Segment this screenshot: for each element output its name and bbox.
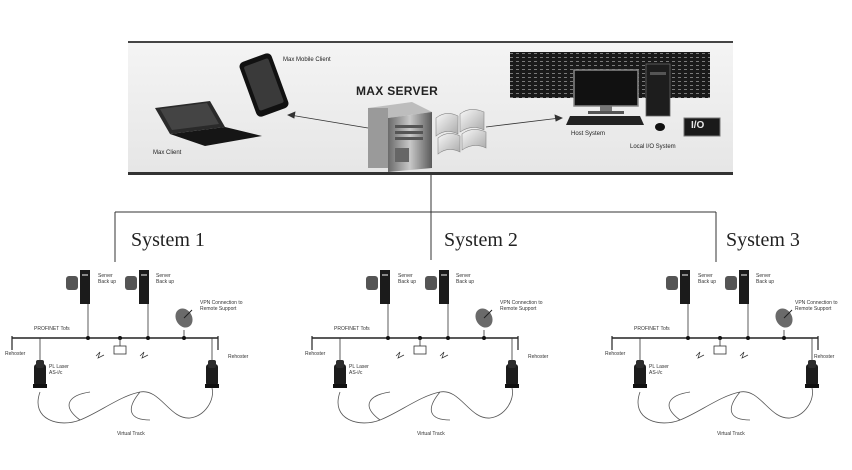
bus-node (386, 336, 390, 340)
virtual-track-path (337, 387, 513, 424)
server2-label: Server (156, 273, 171, 279)
pl-laser-sub-label: AS-i/c (649, 370, 663, 376)
satellite-dish-icon (775, 308, 793, 328)
switch-box-icon (713, 345, 727, 355)
mouse-icon (655, 123, 665, 131)
bus-node (86, 336, 90, 340)
left-tag-label: Rehoster (305, 351, 326, 357)
left-tag-label: Rehoster (605, 351, 626, 357)
right-tag-label: Rehoster (814, 354, 835, 360)
keyboard-icon (566, 116, 644, 125)
system-2-diagram (311, 270, 519, 424)
mobile-phone-icon (239, 53, 289, 117)
track-label: Virtual Track (717, 431, 745, 437)
bus-node (746, 336, 750, 340)
bus-node (482, 336, 486, 340)
track-label: Virtual Track (117, 431, 145, 437)
host-system-label: Host System (571, 131, 606, 137)
right-tag-label: Rehoster (528, 354, 549, 360)
server2-sub-label: Back up (756, 279, 775, 285)
profinet-label: PROFINET Tofs (334, 326, 370, 332)
server-label: Server (698, 273, 713, 279)
server-arrows (287, 111, 563, 129)
virtual-track-path (637, 387, 813, 424)
windows-logo-icon (435, 109, 487, 155)
satellite-dish-icon (475, 308, 493, 328)
io-box-icon (683, 117, 721, 137)
pl-laser-label: PL Laser (649, 364, 669, 370)
bus-node (686, 336, 690, 340)
pl-laser-sub-label: AS-i/c (349, 370, 363, 376)
profinet-label: PROFINET Tofs (634, 326, 670, 332)
server-sub-label: Back up (398, 279, 417, 285)
satellite-dish-icon (175, 308, 193, 328)
pc-tower-icon (645, 63, 671, 117)
system-3-title: System 3 (723, 229, 803, 252)
server-device-icon (366, 270, 390, 304)
max-client-label: Max Client (153, 150, 182, 156)
laptop-icon (155, 101, 262, 146)
wireless-icon (739, 351, 749, 359)
shuttle-vehicle-icon (505, 360, 519, 388)
vpn-label: VPN Connection to Remote Support (200, 300, 243, 312)
server-label: Server (98, 273, 113, 279)
server-device-icon (125, 270, 149, 304)
server-tower-icon (368, 102, 432, 172)
pl-laser-label: PL Laser (349, 364, 369, 370)
switch-box-icon (113, 345, 127, 355)
shuttle-vehicle-icon (633, 360, 647, 388)
server-device-icon (666, 270, 690, 304)
system-1-title: System 1 (128, 229, 208, 252)
server-sub-label: Back up (98, 279, 117, 285)
wireless-icon (95, 351, 105, 359)
pl-laser-label: PL Laser (49, 364, 69, 370)
wireless-icon (139, 351, 149, 359)
profinet-label: PROFINET Tofs (34, 326, 70, 332)
server-device-icon (66, 270, 90, 304)
shuttle-vehicle-icon (805, 360, 819, 388)
system-3-diagram (611, 270, 819, 424)
local-io-label: Local I/O System (630, 144, 676, 150)
server2-label: Server (456, 273, 471, 279)
pl-laser-sub-label: AS-i/c (49, 370, 63, 376)
server2-label: Server (756, 273, 771, 279)
bus-node (146, 336, 150, 340)
io-badge: I/O (691, 120, 705, 131)
right-tag-label: Rehoster (228, 354, 249, 360)
shuttle-vehicle-icon (333, 360, 347, 388)
wireless-icon (395, 351, 405, 359)
server-device-icon (425, 270, 449, 304)
shuttle-vehicle-icon (205, 360, 219, 388)
bus-node (182, 336, 186, 340)
server2-sub-label: Back up (456, 279, 475, 285)
left-tag-label: Rehoster (5, 351, 26, 357)
mobile-client-label: Max Mobile Client (283, 57, 331, 63)
virtual-track-path (37, 387, 213, 424)
wireless-icon (439, 351, 449, 359)
server-label: Server (398, 273, 413, 279)
track-label: Virtual Track (417, 431, 445, 437)
tree-connectors (114, 172, 717, 262)
wireless-icon (695, 351, 705, 359)
vpn-label: VPN Connection to Remote Support (500, 300, 543, 312)
bus-node (446, 336, 450, 340)
server2-sub-label: Back up (156, 279, 175, 285)
server-device-icon (725, 270, 749, 304)
shuttle-vehicle-icon (33, 360, 47, 388)
system-2-title: System 2 (441, 229, 521, 252)
monitor-icon (573, 69, 639, 114)
server-sub-label: Back up (698, 279, 717, 285)
switch-box-icon (413, 345, 427, 355)
server-title: MAX SERVER (356, 84, 439, 98)
bus-node (782, 336, 786, 340)
system-1-diagram (11, 270, 219, 424)
vpn-label: VPN Connection to Remote Support (795, 300, 838, 312)
